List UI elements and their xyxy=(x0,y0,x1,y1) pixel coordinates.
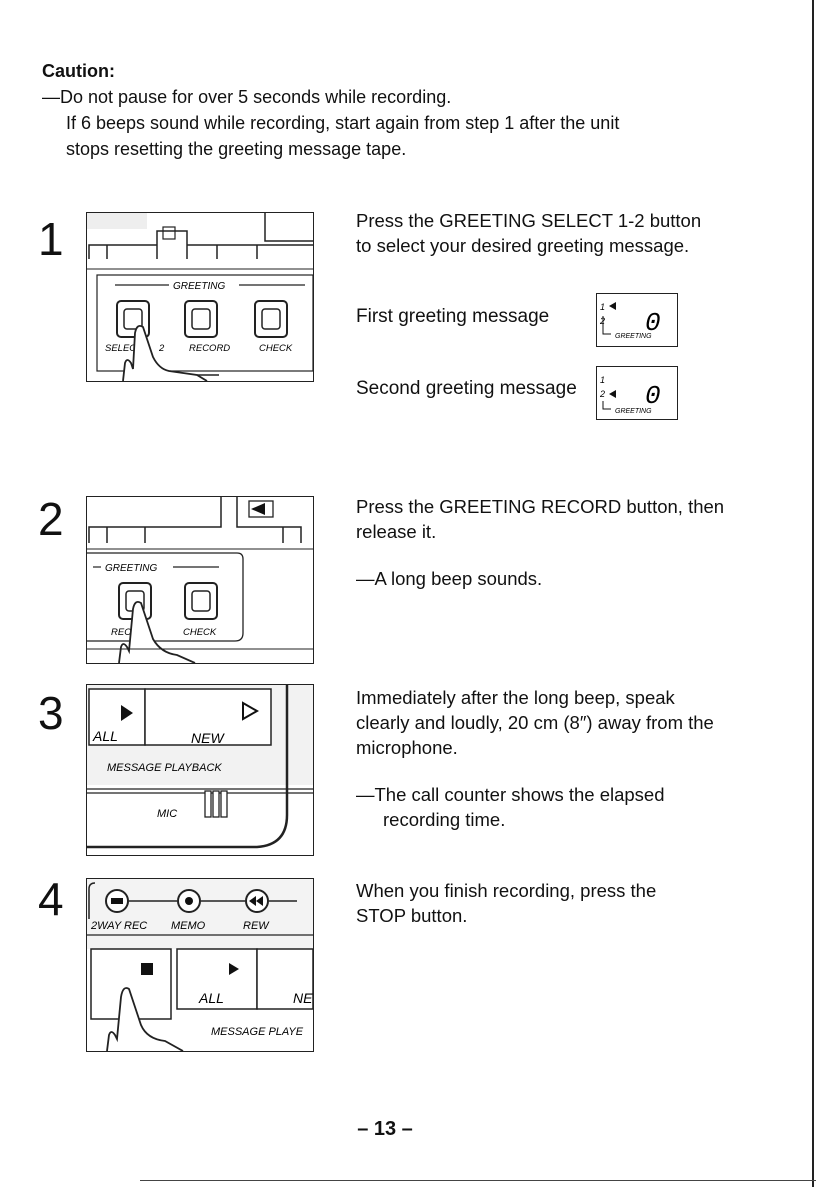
svg-text:CHECK: CHECK xyxy=(183,627,217,638)
play-new-icon xyxy=(242,701,260,721)
svg-text:NE: NE xyxy=(293,990,313,1006)
step-4-number: 4 xyxy=(38,873,64,925)
check-button-shape xyxy=(184,582,218,620)
caution-line-1: —Do not pause for over 5 seconds while r… xyxy=(42,87,452,107)
caution-block: Caution: —Do not pause for over 5 second… xyxy=(42,58,619,162)
step-3-number: 3 xyxy=(38,687,64,739)
first-greeting-label: First greeting message xyxy=(356,306,550,327)
second-greeting-label: Second greeting message xyxy=(356,378,577,399)
play-all-icon xyxy=(229,963,239,975)
pointing-hand-icon xyxy=(118,600,196,663)
lcd-display-first: 1 2 0 GREETING xyxy=(596,293,678,347)
page-edge-right xyxy=(812,0,814,1187)
rewind-arrow-icon xyxy=(251,503,265,515)
svg-text:2: 2 xyxy=(599,389,605,399)
svg-text:RECORD: RECORD xyxy=(189,343,230,354)
lcd-digit: 0 xyxy=(645,308,661,338)
second-greeting-row: Second greeting message 1 2 0 GREETING xyxy=(356,366,696,420)
indicator-arrow-icon xyxy=(609,302,616,310)
lcd-digit: 0 xyxy=(645,381,661,411)
caution-line-2: If 6 beeps sound while recording, start … xyxy=(66,113,620,133)
pointing-hand-icon xyxy=(106,987,184,1051)
first-greeting-row: First greeting message 1 2 0 GREETING xyxy=(356,293,696,347)
svg-text:2: 2 xyxy=(599,316,605,326)
svg-text:1: 1 xyxy=(600,375,605,385)
svg-text:SELEC: SELEC xyxy=(105,343,136,354)
step-2-instruction: Press the GREETING RECORD button, then r… xyxy=(356,496,725,589)
svg-text:MESSAGE PLAYE: MESSAGE PLAYE xyxy=(211,1026,304,1038)
svg-text:REC: REC xyxy=(111,627,131,638)
svg-text:MEMO: MEMO xyxy=(171,920,206,932)
stop-icon xyxy=(141,963,153,975)
step-2-illustration: GREETING REC CHECK xyxy=(86,496,314,664)
step-4-illustration: 2WAY REC MEMO REW ALL NE MESSAGE PLAYE xyxy=(86,878,314,1052)
play-all-icon xyxy=(121,705,133,721)
step-3-note: —The call counter shows the elapsed xyxy=(356,784,665,805)
svg-text:GREETING: GREETING xyxy=(615,333,652,340)
step-1-number: 1 xyxy=(38,213,64,265)
pointing-hand-icon xyxy=(122,324,208,381)
check-button-shape xyxy=(254,300,288,338)
svg-text:MIC: MIC xyxy=(157,808,177,820)
indicator-arrow-icon xyxy=(609,390,616,398)
svg-text:1: 1 xyxy=(600,302,605,312)
svg-text:2: 2 xyxy=(158,343,165,354)
step-3-illustration: ALL NEW MESSAGE PLAYBACK MIC xyxy=(86,684,314,856)
page-number: – 13 – xyxy=(357,1118,413,1140)
caution-line-3: stops resetting the greeting message tap… xyxy=(66,139,407,159)
svg-text:CHECK: CHECK xyxy=(259,343,293,354)
caution-heading: Caution: xyxy=(42,61,115,81)
step-1-instruction: Press the GREETING SELECT 1-2 button to … xyxy=(356,210,702,256)
svg-text:GREETING: GREETING xyxy=(615,408,652,415)
step-4-instruction: When you finish recording, press the STO… xyxy=(356,880,657,926)
record-button-shape xyxy=(184,300,218,338)
lcd-display-second: 1 2 0 GREETING xyxy=(596,366,678,420)
svg-text:ALL: ALL xyxy=(92,728,118,744)
step-2-note: —A long beep sounds. xyxy=(356,568,543,589)
svg-text:GREETING: GREETING xyxy=(105,563,157,574)
microphone-grille-icon xyxy=(204,790,228,818)
svg-text:MESSAGE PLAYBACK: MESSAGE PLAYBACK xyxy=(107,762,222,774)
step-1-illustration: GREETING SELEC 2 RECORD CHECK xyxy=(86,212,314,382)
step-3-instruction: Immediately after the long beep, speak c… xyxy=(356,685,726,832)
panel-greeting-label: GREETING xyxy=(173,281,225,292)
step-2-number: 2 xyxy=(38,493,64,545)
page-edge-bottom xyxy=(140,1180,816,1181)
svg-text:ALL: ALL xyxy=(198,990,224,1006)
svg-text:NEW: NEW xyxy=(191,730,225,746)
svg-text:2WAY REC: 2WAY REC xyxy=(90,920,147,932)
svg-text:REW: REW xyxy=(243,920,270,932)
